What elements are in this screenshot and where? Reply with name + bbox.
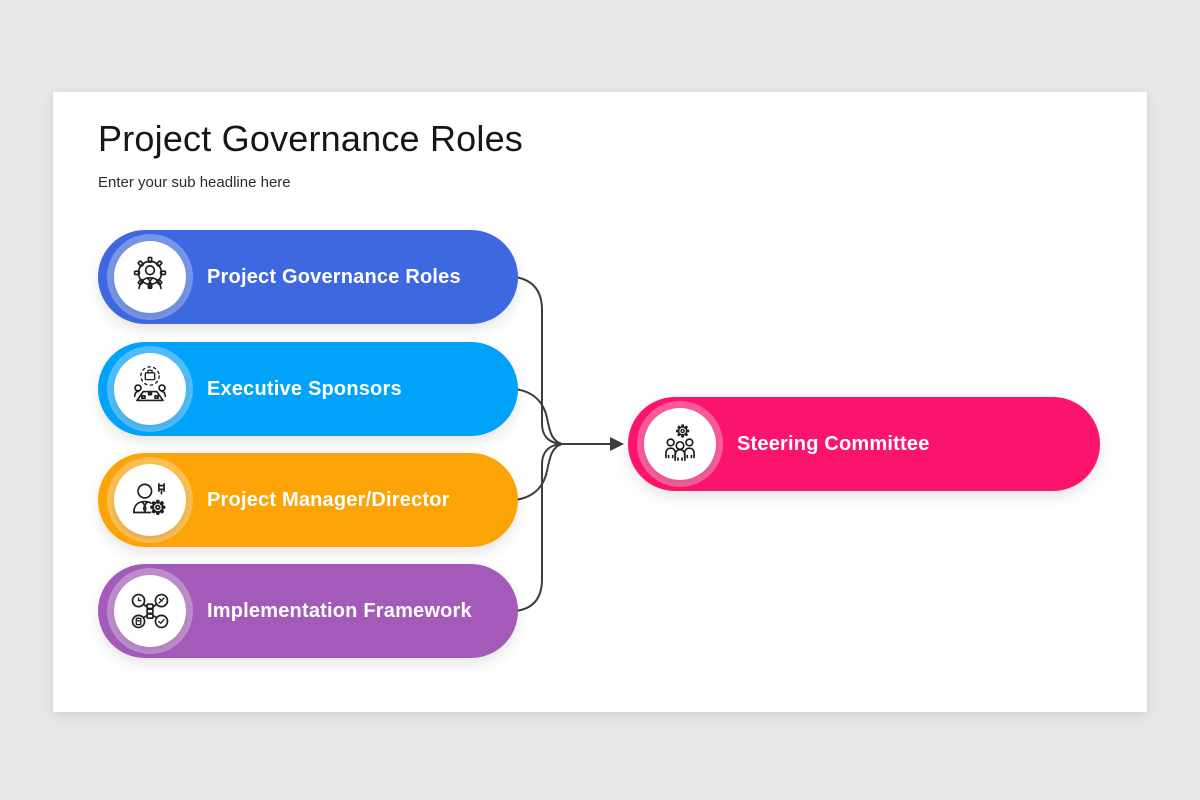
item-label: Executive Sponsors — [207, 377, 402, 400]
gear-person-icon — [133, 256, 167, 290]
committee-team-icon — [665, 424, 695, 461]
meeting-table-icon — [133, 366, 167, 402]
item-icon-badge — [644, 408, 716, 480]
item-icon-badge — [114, 464, 186, 536]
item-project-manager-director[interactable]: Project Manager/Director — [98, 453, 518, 547]
item-icon-badge — [114, 353, 186, 425]
item-icon-badge — [114, 241, 186, 313]
item-project-governance-roles[interactable]: Project Governance Roles — [98, 230, 518, 324]
item-label: Project Governance Roles — [207, 265, 461, 288]
item-steering-committee[interactable]: Steering Committee — [628, 397, 1100, 491]
item-implementation-framework[interactable]: Implementation Framework — [98, 564, 518, 658]
item-executive-sponsors[interactable]: Executive Sponsors — [98, 342, 518, 436]
item-label: Project Manager/Director — [207, 488, 450, 511]
item-label: Steering Committee — [737, 432, 930, 455]
page-title: Project Governance Roles — [98, 118, 524, 159]
page-subtitle: Enter your sub headline here — [98, 174, 291, 191]
item-label: Implementation Framework — [207, 599, 472, 622]
framework-network-icon — [131, 593, 169, 629]
item-icon-badge — [114, 575, 186, 647]
manager-tools-icon — [133, 483, 166, 516]
